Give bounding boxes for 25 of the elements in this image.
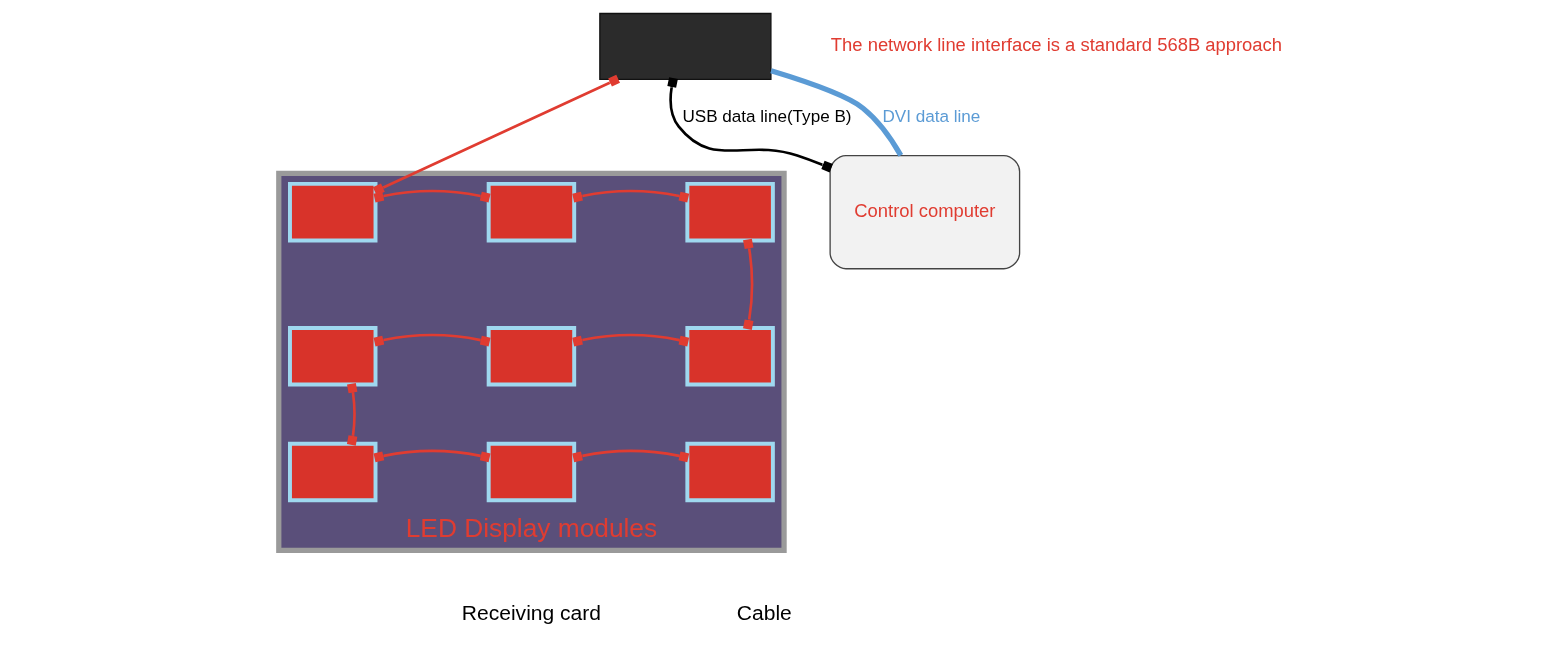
node-box <box>684 326 775 387</box>
node-box <box>486 441 576 503</box>
cluster: LED Display modules <box>275 170 787 553</box>
connector <box>372 74 620 196</box>
node-box <box>287 441 377 503</box>
connector <box>571 189 689 203</box>
connector <box>769 68 903 157</box>
node-box <box>287 326 377 387</box>
node-box <box>684 181 775 243</box>
node-box: Control computer <box>828 154 1020 270</box>
connector <box>373 189 491 203</box>
node-box <box>598 12 772 80</box>
node-box <box>287 181 377 243</box>
connector <box>373 449 491 463</box>
legend-label: Cable <box>736 600 792 624</box>
edge-label: DVI data line <box>882 106 980 126</box>
legend-label: Receiving card <box>461 600 601 624</box>
connector <box>571 333 689 347</box>
connector <box>373 333 491 347</box>
edge-label: USB data line(Type B) <box>681 106 852 126</box>
node-box <box>486 326 576 387</box>
connector <box>571 449 689 463</box>
label: The network line interface is a standard 568B approach <box>830 34 1282 56</box>
node-box <box>486 181 576 243</box>
node-box <box>684 441 775 503</box>
